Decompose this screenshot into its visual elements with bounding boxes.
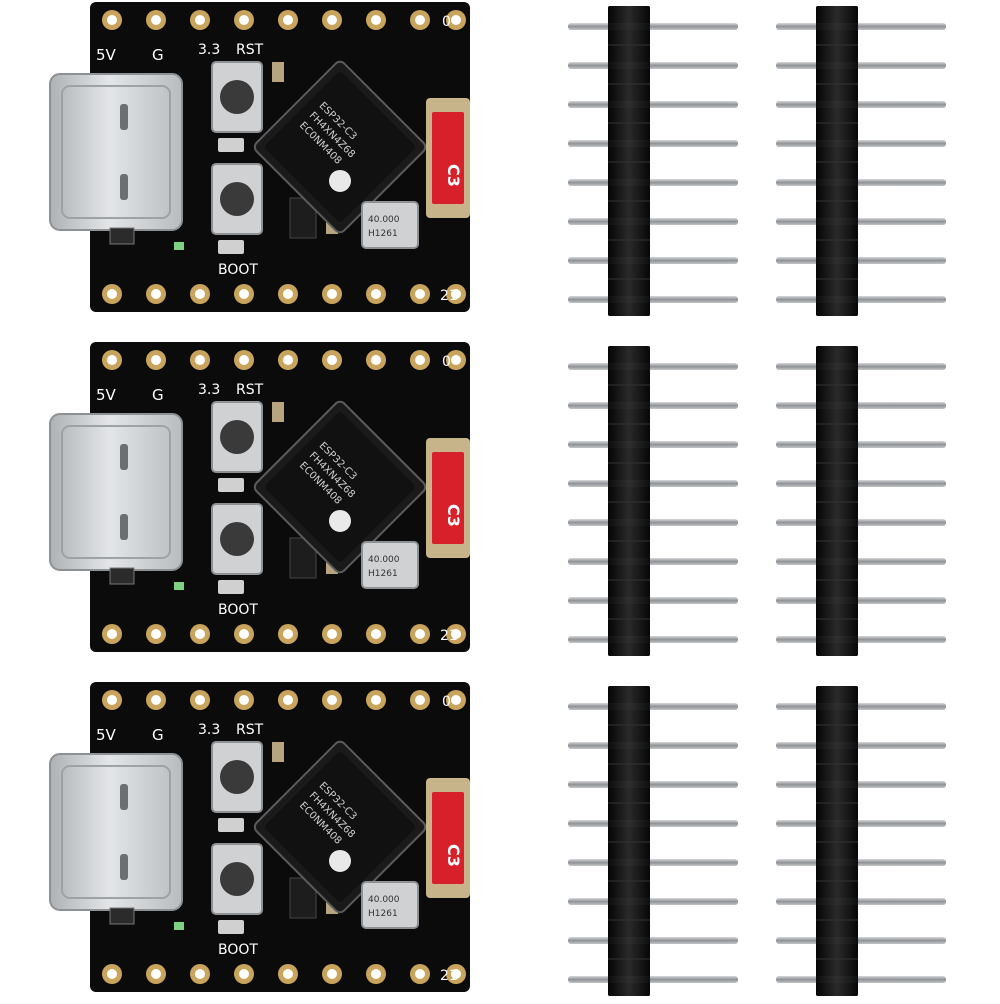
esp32-c3-board-1: 5V G 3.3 RST 0 BOOT 21 C3 ESP32-C3 FH4XN… xyxy=(49,1,471,313)
silk-pin-21: 21 xyxy=(440,968,458,984)
c3-badge: C3 xyxy=(444,504,463,527)
silk-rst: RST xyxy=(236,42,264,58)
silk-pin-21: 21 xyxy=(440,288,458,304)
c3-badge: C3 xyxy=(444,164,463,187)
silk-5v: 5V xyxy=(96,386,117,404)
pin-header-2 xyxy=(775,5,947,317)
crystal-frequency: 40.000 xyxy=(368,895,400,905)
crystal-frequency: 40.000 xyxy=(368,215,400,225)
pin-header-5 xyxy=(567,685,739,997)
crystal-code: H1261 xyxy=(368,569,398,579)
esp32-c3-board-3: 5V G 3.3 RST 0 BOOT 21 C3 ESP32-C3 FH4XN… xyxy=(49,681,471,993)
crystal-code: H1261 xyxy=(368,909,398,919)
silk-ground: G xyxy=(152,726,164,744)
silk-boot: BOOT xyxy=(218,602,258,618)
crystal-code: H1261 xyxy=(368,229,398,239)
silk-3v3: 3.3 xyxy=(198,382,220,398)
crystal-frequency: 40.000 xyxy=(368,555,400,565)
silk-ground: G xyxy=(152,386,164,404)
silk-rst: RST xyxy=(236,722,264,738)
pin-header-1 xyxy=(567,5,739,317)
silk-rst: RST xyxy=(236,382,264,398)
silk-pin-21: 21 xyxy=(440,628,458,644)
pin-header-3 xyxy=(567,345,739,657)
silk-3v3: 3.3 xyxy=(198,42,220,58)
silk-5v: 5V xyxy=(96,726,117,744)
silk-5v: 5V xyxy=(96,46,117,64)
silk-boot: BOOT xyxy=(218,942,258,958)
silk-pin-0: 0 xyxy=(442,14,451,30)
silk-boot: BOOT xyxy=(218,262,258,278)
silk-3v3: 3.3 xyxy=(198,722,220,738)
esp32-c3-board-2: 5V G 3.3 RST 0 BOOT 21 C3 ESP32-C3 FH4XN… xyxy=(49,341,471,653)
silk-pin-0: 0 xyxy=(442,694,451,710)
c3-badge: C3 xyxy=(444,844,463,867)
pin-header-4 xyxy=(775,345,947,657)
silk-ground: G xyxy=(152,46,164,64)
silk-pin-0: 0 xyxy=(442,354,451,370)
pin-header-6 xyxy=(775,685,947,997)
